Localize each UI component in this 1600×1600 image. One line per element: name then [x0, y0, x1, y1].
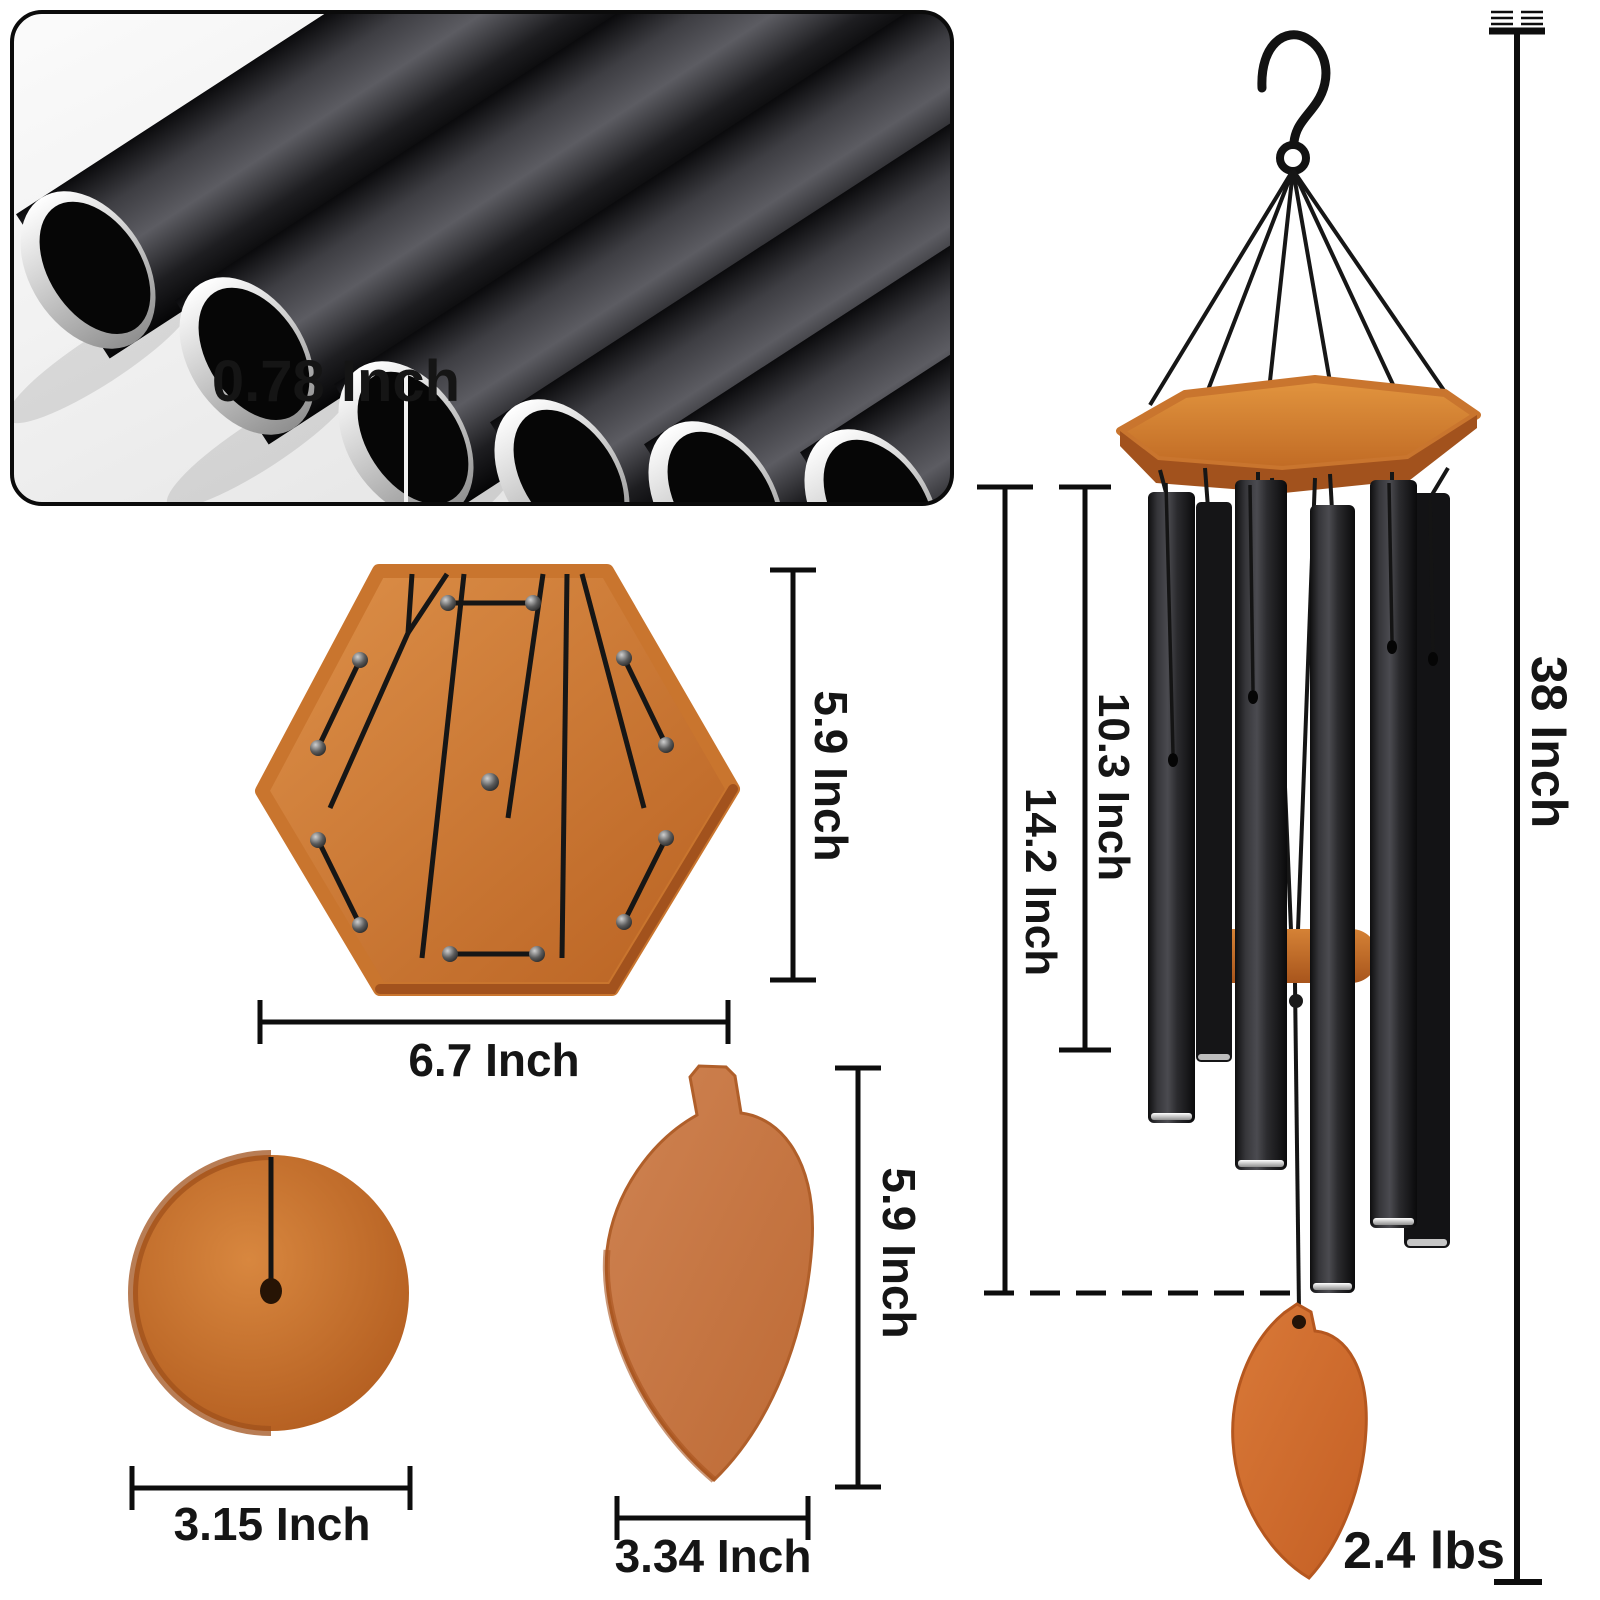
- chime-tube-5: [1370, 480, 1417, 1228]
- tube-diameter-label: 0.78 Inch: [211, 349, 461, 414]
- top-plate-height-label: 5.9 Inch: [805, 690, 857, 862]
- shortest-tube-length-label: 10.3 Inch: [1089, 692, 1138, 882]
- wind-sail-diagram: [602, 1064, 881, 1540]
- longest-tube-length-label: 14.2 Inch: [1016, 787, 1065, 977]
- top-plate-diagram: [255, 564, 816, 1044]
- chime-tubes: [1148, 480, 1450, 1293]
- chime-top-plate: [1116, 375, 1481, 493]
- chime-tube-3: [1235, 480, 1287, 1170]
- chime-tube-back-left: [1196, 502, 1232, 1062]
- striker-disc-diagram: [128, 1150, 413, 1510]
- center-string: [1289, 982, 1303, 1311]
- hanger-strings: [1148, 168, 1458, 410]
- tube-opening-3: [334, 12, 952, 504]
- plate-dimension-lines: [257, 567, 816, 1044]
- weight-label: 2.4 lbs: [1343, 1522, 1505, 1580]
- overall-height-label: 38 Inch: [1521, 655, 1577, 829]
- tube-opening-6: [800, 12, 952, 504]
- chime-tube-1: [1148, 492, 1195, 1123]
- tube-photo: [12, 12, 952, 504]
- disc-diameter-label: 3.15 Inch: [173, 1498, 371, 1550]
- tube-photo-inset: [10, 10, 954, 506]
- chime-tube-4-longest: [1310, 505, 1355, 1293]
- hanging-hook-icon: [1257, 30, 1331, 175]
- tube-opening-2: [175, 12, 952, 445]
- tube-front-strings: [1164, 482, 1438, 767]
- sail-height-label: 5.9 Inch: [873, 1167, 925, 1339]
- disc-dimension-lines: [129, 1466, 413, 1510]
- inset-border: [10, 10, 954, 506]
- wind-chime-illustration: [1116, 30, 1481, 1580]
- tube-opening-1: [16, 12, 952, 359]
- top-plate-width-label: 6.7 Inch: [408, 1034, 580, 1086]
- chime-wind-sail: [1231, 1302, 1368, 1580]
- sail-dimension-lines: [614, 1065, 881, 1540]
- chime-dimension-lines: [977, 10, 1545, 1585]
- mount-hatch: [1491, 10, 1543, 26]
- sail-width-label: 3.34 Inch: [614, 1530, 812, 1582]
- plate-cords: [315, 572, 669, 959]
- disc-hole: [260, 1278, 282, 1304]
- plate-pins: [310, 595, 674, 962]
